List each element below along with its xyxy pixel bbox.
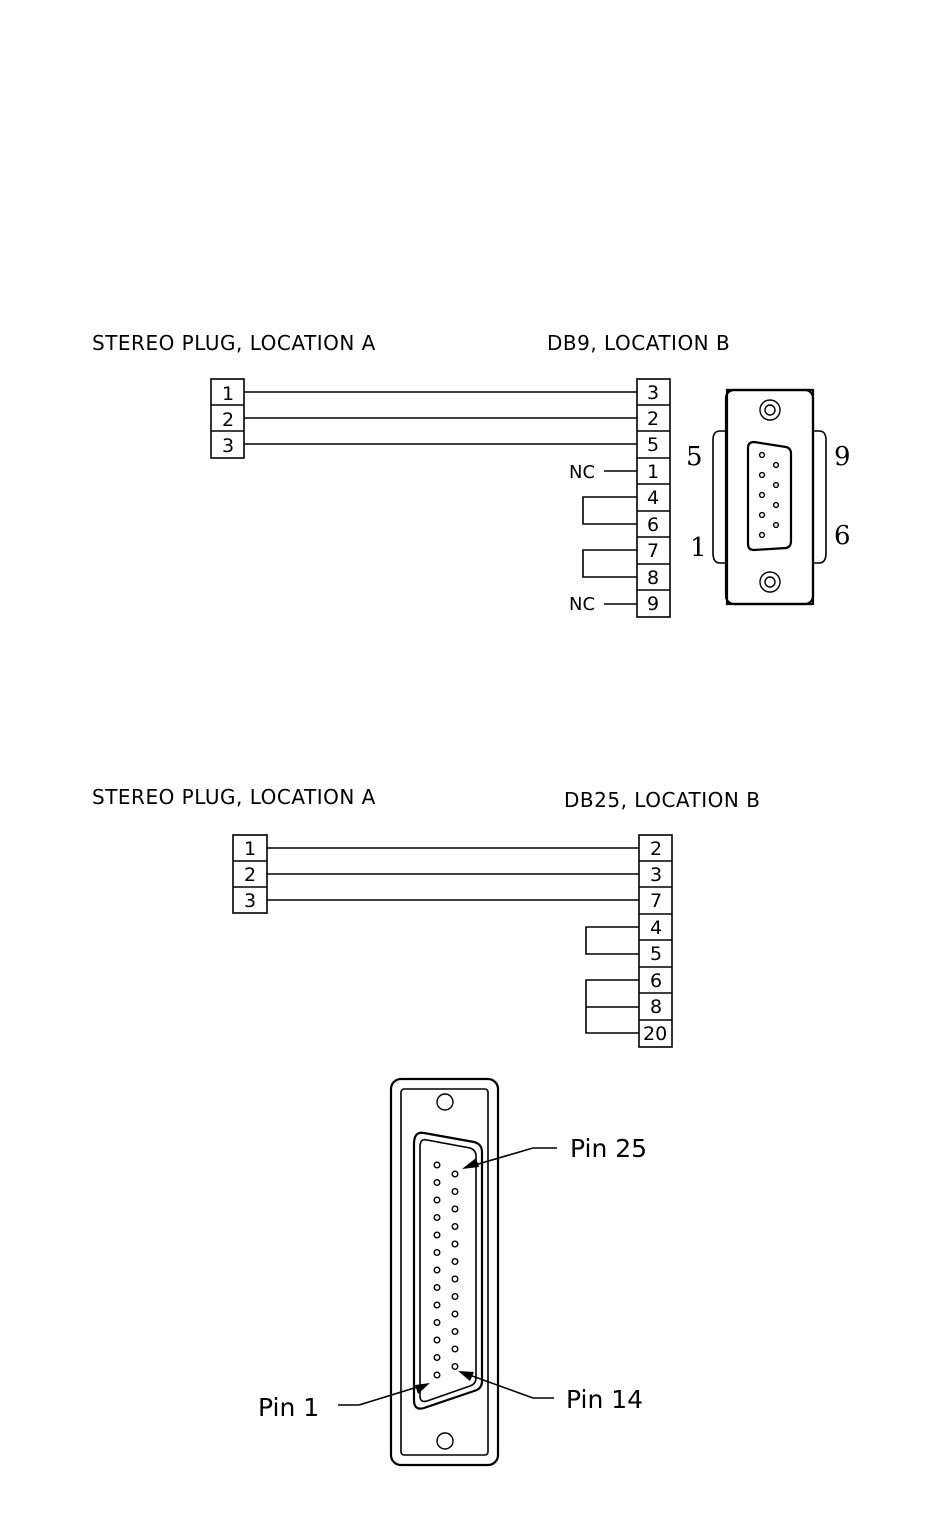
db25-pin-hole (452, 1224, 458, 1230)
d1-right-pin-5: 5 (647, 434, 659, 456)
d1-db9-pin-block: 3 2 5 1 4 6 7 8 9 (637, 379, 670, 617)
d1-right-pin-3: 3 (647, 382, 659, 404)
d2-right-pin-20: 20 (643, 1023, 667, 1045)
db25-pin-hole (434, 1215, 440, 1221)
d1-nc-label-pin9: NC (569, 594, 595, 615)
db25-pin-hole (452, 1189, 458, 1195)
d1-left-title: STEREO PLUG, LOCATION A (92, 331, 376, 355)
db25-pin-hole (452, 1259, 458, 1265)
db25-pin-hole (434, 1285, 440, 1291)
db25-pin-hole (452, 1294, 458, 1300)
db25-pin-hole (452, 1329, 458, 1335)
d2-right-pin-4: 4 (650, 917, 662, 939)
db25-pin-hole (434, 1197, 440, 1203)
d2-right-pin-7: 7 (650, 890, 662, 912)
d2-stereo-pin-block: 1 2 3 (233, 835, 267, 913)
db25-pin-hole (452, 1311, 458, 1317)
d2-right-pin-2: 2 (650, 838, 662, 860)
d1-right-pin-9: 9 (647, 593, 659, 615)
db25-pin-hole (452, 1346, 458, 1352)
d2-jumper-4-5 (586, 927, 639, 954)
db25-pin-hole (434, 1372, 440, 1378)
db9-label-bottom-right: 6 (834, 521, 851, 551)
db25-pin-hole (434, 1162, 440, 1168)
db9-connector-drawing (713, 390, 826, 604)
d2-left-pin-1: 1 (244, 838, 256, 860)
db9-label-top-left: 5 (686, 442, 703, 472)
d1-left-pin-3: 3 (222, 435, 234, 457)
db25-mount-hole-top (437, 1094, 453, 1110)
db9-label-bottom-left: 1 (690, 533, 707, 563)
d1-nc-label-pin1: NC (569, 462, 595, 483)
d1-left-pin-1: 1 (222, 383, 234, 405)
db25-connector-drawing (391, 1079, 498, 1465)
db25-pin-field (434, 1162, 458, 1378)
db25-pin-hole (434, 1355, 440, 1361)
db25-pin-hole (434, 1302, 440, 1308)
d1-right-title: DB9, LOCATION B (547, 331, 730, 355)
d2-right-title: DB25, LOCATION B (564, 788, 760, 812)
db25-pin-hole (434, 1337, 440, 1343)
db25-pin-hole (434, 1232, 440, 1238)
d2-left-pin-3: 3 (244, 890, 256, 912)
d2-left-title: STEREO PLUG, LOCATION A (92, 785, 376, 809)
db25-pin-hole (434, 1267, 440, 1273)
callout-pin14: Pin 14 (566, 1385, 643, 1414)
db25-pin-hole (452, 1276, 458, 1282)
db25-pin-hole (434, 1250, 440, 1256)
d2-right-pin-8: 8 (650, 996, 662, 1018)
callout-pin1: Pin 1 (258, 1393, 319, 1422)
d1-right-pin-2: 2 (647, 408, 659, 430)
d1-right-pin-1: 1 (647, 461, 659, 483)
db25-pin-hole (452, 1171, 458, 1177)
d1-right-pin-6: 6 (647, 514, 659, 536)
d1-right-pin-7: 7 (647, 540, 659, 562)
arrow-pin1 (415, 1383, 430, 1394)
db25-mount-hole-bottom (437, 1433, 453, 1449)
db25-pin-hole (452, 1206, 458, 1212)
d2-left-pin-2: 2 (244, 864, 256, 886)
d1-jumper-4-6 (583, 497, 637, 524)
d1-left-pin-2: 2 (222, 409, 234, 431)
arrow-pin14 (458, 1371, 474, 1381)
d1-right-pin-4: 4 (647, 487, 659, 509)
d1-stereo-pin-block: 1 2 3 (211, 379, 244, 458)
d2-right-pin-5: 5 (650, 943, 662, 965)
d1-right-pin-8: 8 (647, 567, 659, 589)
db25-pin-hole (452, 1241, 458, 1247)
d2-db25-pin-block: 2 3 7 4 5 6 8 20 (639, 835, 672, 1047)
db25-pin-hole (434, 1180, 440, 1186)
d2-right-pin-3: 3 (650, 864, 662, 886)
db25-pin-hole (434, 1320, 440, 1326)
db25-pin-hole (452, 1364, 458, 1370)
db25-callouts (338, 1148, 557, 1405)
d2-right-pin-6: 6 (650, 970, 662, 992)
d1-jumper-7-8 (583, 550, 637, 577)
db9-label-top-right: 9 (834, 442, 851, 472)
callout-pin25: Pin 25 (570, 1134, 647, 1163)
